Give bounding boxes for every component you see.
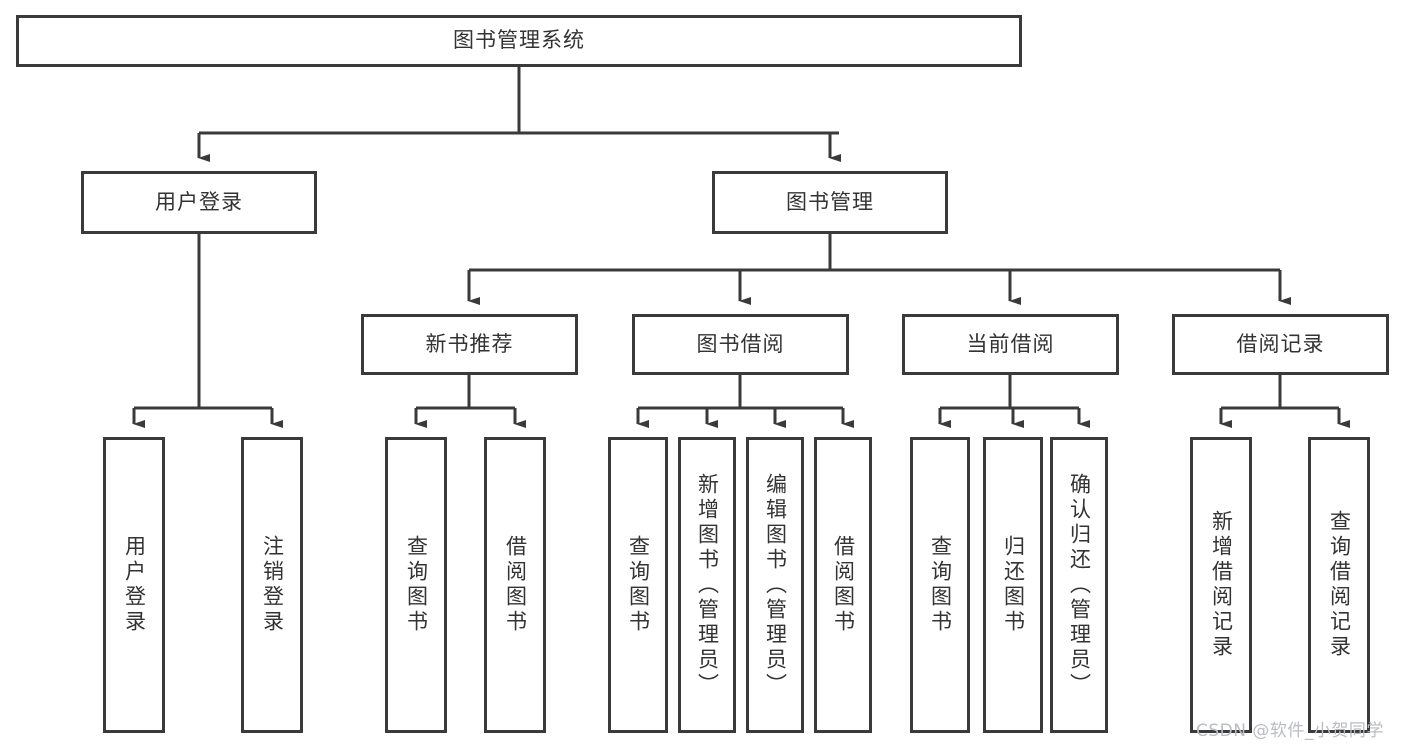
node-leaf-borrow-book-rec[interactable]: 借阅图书 [484, 437, 546, 733]
node-new-book-rec-label: 新书推荐 [425, 331, 514, 356]
node-book-borrow[interactable]: 图书借阅 [632, 314, 849, 375]
node-leaf-add-record-label: 新增借阅记录 [1209, 510, 1234, 660]
node-leaf-edit-book-label: 编辑图书（管理员） [763, 472, 788, 698]
node-leaf-query-book-cur-label: 查询图书 [928, 535, 953, 635]
node-leaf-edit-book[interactable]: 编辑图书（管理员） [746, 437, 804, 733]
node-leaf-confirm-return-label: 确认归还（管理员） [1067, 472, 1092, 698]
node-borrow-record[interactable]: 借阅记录 [1172, 314, 1389, 375]
node-leaf-query-record-label: 查询借阅记录 [1327, 510, 1352, 660]
node-book-manage[interactable]: 图书管理 [712, 171, 948, 234]
node-borrow-record-label: 借阅记录 [1236, 331, 1325, 356]
node-book-manage-label: 图书管理 [786, 189, 874, 214]
node-leaf-query-book-rec[interactable]: 查询图书 [385, 437, 447, 733]
node-current-borrow-label: 当前借阅 [966, 331, 1055, 356]
node-root-label: 图书管理系统 [453, 28, 585, 53]
node-leaf-return-book-label: 归还图书 [1001, 535, 1026, 635]
node-user-login[interactable]: 用户登录 [81, 171, 317, 234]
node-leaf-query-book-label: 查询图书 [626, 535, 651, 635]
node-leaf-add-record[interactable]: 新增借阅记录 [1190, 437, 1252, 733]
node-leaf-query-book[interactable]: 查询图书 [608, 437, 668, 733]
node-new-book-rec[interactable]: 新书推荐 [361, 314, 578, 375]
node-leaf-query-book-cur[interactable]: 查询图书 [910, 437, 970, 733]
node-user-login-label: 用户登录 [155, 189, 243, 214]
node-leaf-query-record[interactable]: 查询借阅记录 [1308, 437, 1370, 733]
node-leaf-borrow-book[interactable]: 借阅图书 [814, 437, 872, 733]
node-current-borrow[interactable]: 当前借阅 [902, 314, 1119, 375]
node-leaf-user-login[interactable]: 用户登录 [103, 437, 165, 733]
node-leaf-return-book[interactable]: 归还图书 [983, 437, 1043, 733]
node-leaf-user-login-label: 用户登录 [122, 535, 147, 635]
node-leaf-borrow-book-rec-label: 借阅图书 [503, 535, 528, 635]
node-leaf-user-logout[interactable]: 注销登录 [241, 437, 303, 733]
node-leaf-query-book-rec-label: 查询图书 [404, 535, 429, 635]
node-leaf-borrow-book-label: 借阅图书 [831, 535, 856, 635]
node-book-borrow-label: 图书借阅 [696, 331, 785, 356]
node-leaf-add-book[interactable]: 新增图书（管理员） [678, 437, 736, 733]
watermark: CSDN @软件_小贺同学 [1196, 721, 1384, 741]
node-leaf-add-book-label: 新增图书（管理员） [695, 472, 720, 698]
node-leaf-confirm-return[interactable]: 确认归还（管理员） [1050, 437, 1108, 733]
node-leaf-user-logout-label: 注销登录 [260, 535, 285, 635]
node-root[interactable]: 图书管理系统 [16, 15, 1022, 67]
